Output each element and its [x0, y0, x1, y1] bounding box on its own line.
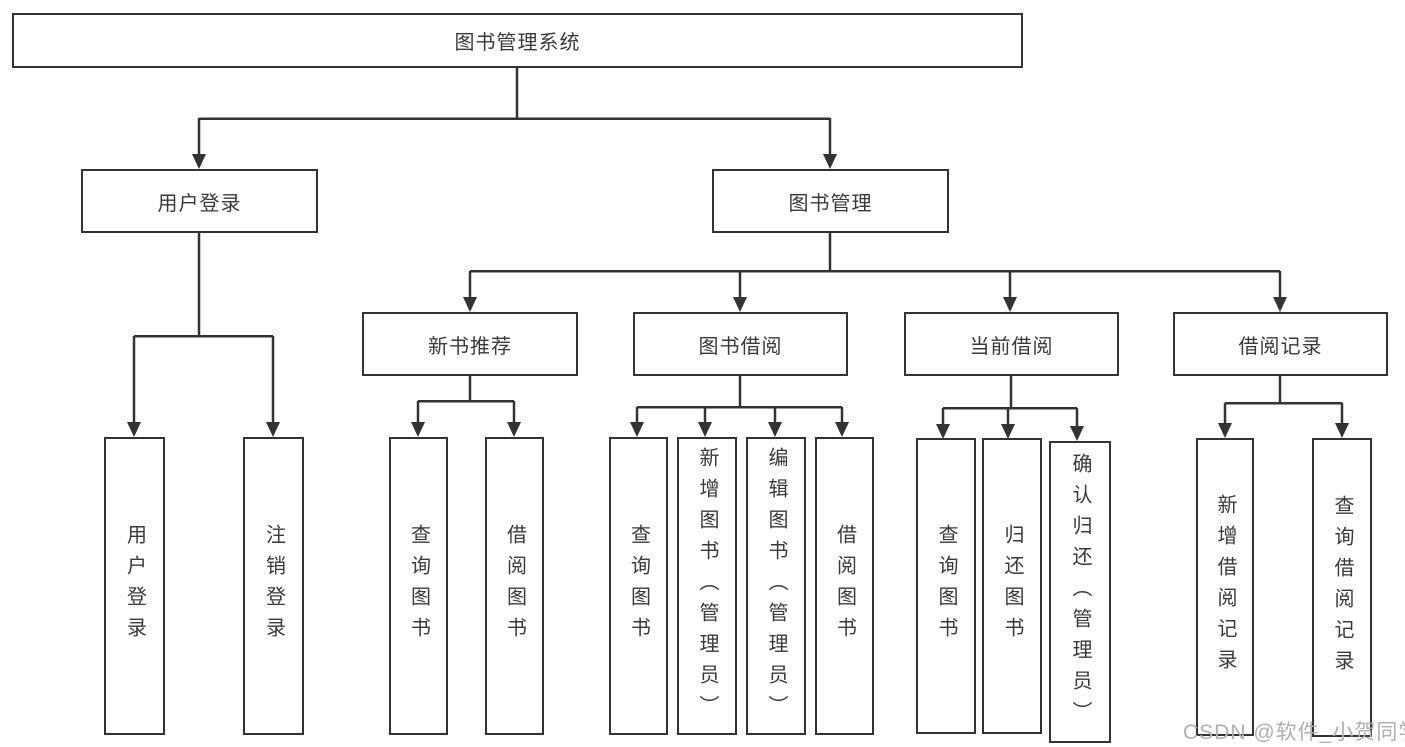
node-new-book-recommend-label: 新书推荐 [428, 335, 512, 358]
leaf-add-borrow-record-label: 新增借阅记录 [1214, 494, 1236, 680]
leaf-borrowing-query-books-label: 查询图书 [627, 524, 650, 648]
leaf-add-borrow-record: 新增借阅记录 [1196, 438, 1254, 736]
leaf-return-books: 归还图书 [982, 438, 1042, 734]
node-book-borrowing-label: 图书借阅 [698, 335, 783, 358]
node-user-login: 用户登录 [81, 169, 318, 233]
node-borrowing-records-label: 借阅记录 [1238, 335, 1323, 358]
node-user-login-label: 用户登录 [157, 192, 242, 215]
node-book-management: 图书管理 [712, 169, 949, 233]
leaf-recommend-query-books: 查询图书 [389, 437, 448, 735]
leaf-borrowing-query-books: 查询图书 [609, 437, 668, 735]
leaf-edit-books-admin-label: 编辑图书（管理员） [765, 446, 787, 726]
node-borrowing-records: 借阅记录 [1173, 312, 1388, 376]
leaf-recommend-borrow-books: 借阅图书 [485, 437, 544, 735]
leaf-borrowing-borrow-books-label: 借阅图书 [833, 524, 856, 648]
node-current-borrowing: 当前借阅 [904, 312, 1119, 376]
leaf-current-query-books: 查询图书 [916, 438, 976, 734]
leaf-confirm-return-admin-label: 确认归还（管理员） [1069, 452, 1091, 732]
leaf-logout: 注销登录 [243, 437, 304, 735]
leaf-recommend-borrow-books-label: 借阅图书 [503, 524, 526, 648]
leaf-user-login: 用户登录 [104, 437, 165, 735]
leaf-query-borrow-record-label: 查询借阅记录 [1331, 494, 1353, 681]
node-book-management-label: 图书管理 [788, 192, 873, 215]
node-new-book-recommend: 新书推荐 [362, 312, 578, 376]
node-current-borrowing-label: 当前借阅 [969, 335, 1054, 358]
node-book-borrowing: 图书借阅 [633, 312, 848, 376]
leaf-add-books-admin-label: 新增图书（管理员） [696, 446, 718, 726]
leaf-recommend-query-books-label: 查询图书 [407, 524, 430, 648]
leaf-logout-label: 注销登录 [262, 524, 285, 648]
node-root: 图书管理系统 [12, 13, 1023, 68]
watermark-text: CSDN @软件_小贺同学 [1183, 721, 1405, 744]
leaf-return-books-label: 归还图书 [1001, 524, 1023, 648]
leaf-edit-books-admin: 编辑图书（管理员） [746, 437, 806, 735]
leaf-add-books-admin: 新增图书（管理员） [677, 437, 737, 735]
leaf-user-login-label: 用户登录 [123, 524, 146, 648]
leaf-borrowing-borrow-books: 借阅图书 [815, 437, 874, 735]
leaf-current-query-books-label: 查询图书 [935, 524, 957, 648]
leaf-query-borrow-record: 查询借阅记录 [1312, 438, 1372, 737]
leaf-confirm-return-admin: 确认归还（管理员） [1049, 441, 1111, 743]
arrowhead-icons [127, 154, 1349, 441]
node-root-label: 图书管理系统 [454, 32, 581, 54]
